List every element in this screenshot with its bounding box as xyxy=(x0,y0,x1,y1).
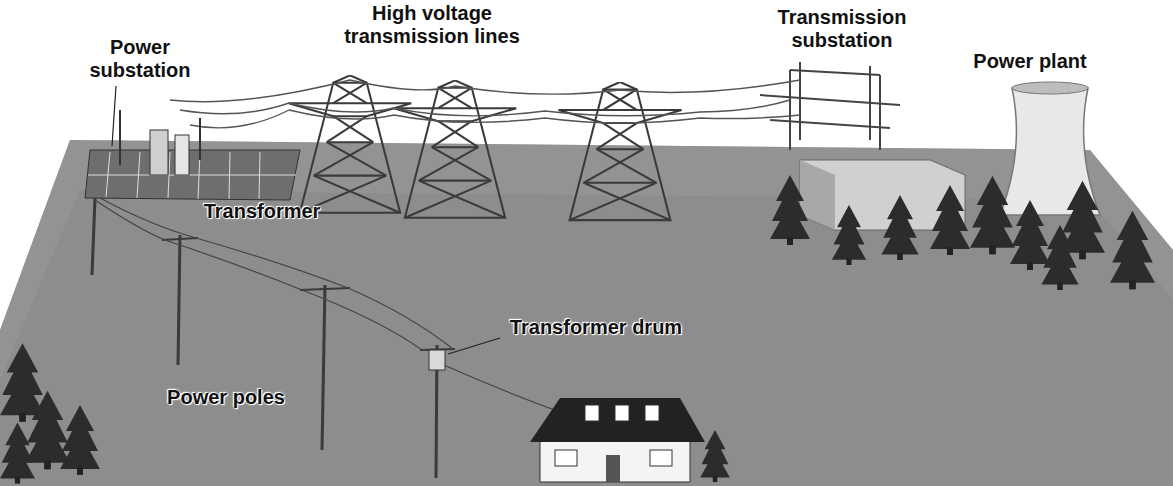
transformer-drum xyxy=(429,350,445,370)
callout-label: Power poles xyxy=(166,386,286,409)
transmission-tower xyxy=(289,75,412,212)
power-substation xyxy=(85,110,300,200)
trees xyxy=(0,175,1155,484)
callout-label: Transformer xyxy=(177,200,347,223)
transmission-substation xyxy=(760,62,900,150)
transmission-tower xyxy=(394,80,517,217)
callout-label: Power substation xyxy=(65,36,215,82)
transmission-tower xyxy=(558,82,681,220)
power-pole xyxy=(92,198,437,478)
callout-label: High voltage transmission lines xyxy=(307,2,557,48)
callout-label: Transmission substation xyxy=(742,6,942,52)
house xyxy=(530,398,705,482)
distribution-wire xyxy=(95,198,560,412)
ground-plane xyxy=(0,140,1173,486)
callout-label: Power plant xyxy=(910,50,1150,73)
callout-label: Transformer drum xyxy=(466,316,726,339)
high-voltage-line xyxy=(170,80,800,128)
